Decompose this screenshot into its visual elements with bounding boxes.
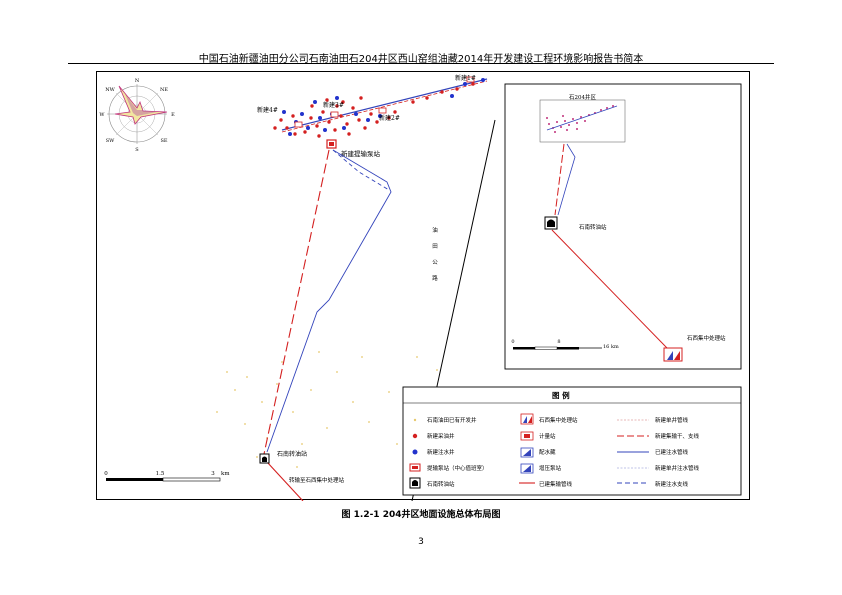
label-pump-station: 新建提输泵站 <box>341 149 381 158</box>
svg-text:油: 油 <box>432 226 438 234</box>
label-well-2: 新建2# <box>379 114 400 122</box>
page-header: 中国石油新疆油田分公司石南油田石204井区西山窑组油藏2014年开发建设工程环境… <box>198 54 644 65</box>
compass-sw: SW <box>106 138 115 144</box>
well-cluster: 新建1# 新建2# 新建3# 新建4# <box>257 74 488 138</box>
legend-new-injection-well: 新建注水井 <box>427 448 455 456</box>
compass-s: S <box>135 147 139 153</box>
label-well-3: 新建3# <box>323 101 344 109</box>
legend-transfer-station: 石南转油站 <box>427 480 455 488</box>
compass-ne: NE <box>160 87 168 93</box>
legend-new-single-line: 新建单井管线 <box>655 416 689 424</box>
existing-wells <box>216 351 454 468</box>
page-number: 3 <box>418 537 424 547</box>
svg-text:km: km <box>221 471 230 477</box>
transfer-station: 石南转油站 转输至石西集中处理站 <box>259 450 345 484</box>
main-scale-bar: 0 1.5 3 km <box>104 471 230 482</box>
label-pipeline-to: 转输至石西集中处理站 <box>289 476 345 484</box>
label-well-1: 新建1# <box>455 74 476 82</box>
svg-text:公: 公 <box>432 260 438 266</box>
label-well-4: 新建4# <box>257 106 278 114</box>
legend: 图 例 石南油田已有开发井 新建采油井 新建注水井 提输泵站（中心值班室） 石南… <box>402 386 742 496</box>
legend-metering-station: 计量站 <box>539 432 556 440</box>
figure-caption: 图 1.2-1 204井区地面设施总体布局图 <box>341 510 501 520</box>
inset-label-transfer: 石南转油站 <box>579 223 607 231</box>
svg-text:16 km: 16 km <box>603 344 619 350</box>
pump-station: 新建提输泵站 <box>326 139 381 158</box>
svg-text:0: 0 <box>104 471 108 477</box>
legend-pump-station: 提输泵站（中心值班室） <box>427 464 488 472</box>
svg-text:田: 田 <box>432 243 438 250</box>
legend-new-oil-well: 新建采油井 <box>427 432 455 440</box>
legend-existing-well: 石南油田已有开发井 <box>427 416 477 424</box>
legend-existing-water-line: 已建注水管线 <box>655 448 689 456</box>
map-frame: N NE E SE S SW W NW <box>96 71 750 502</box>
legend-new-single-water: 新建单井注水管线 <box>655 464 700 472</box>
compass-n: N <box>135 78 140 84</box>
compass-w: W <box>99 112 105 118</box>
compass-se: SE <box>160 138 167 144</box>
svg-text:0: 0 <box>511 339 514 345</box>
legend-central-station: 石西集中处理站 <box>539 416 578 424</box>
compass-nw: NW <box>105 87 115 93</box>
legend-water-distribution: 配水藏 <box>539 448 556 456</box>
legend-booster-station: 增压泵站 <box>539 464 562 472</box>
header-rule <box>68 63 774 64</box>
legend-new-trunk-line: 新建集输干、支线 <box>655 432 700 440</box>
legend-existing-gathering: 已建集输管线 <box>539 480 573 488</box>
legend-new-water-branch: 新建注水支线 <box>655 480 689 488</box>
inset-map: 石204井区 石南转油站 石西集中处理站 0 8 16 km <box>504 83 742 370</box>
svg-text:1.5: 1.5 <box>156 471 165 477</box>
inset-label-central: 石西集中处理站 <box>687 334 726 342</box>
compass-e: E <box>171 112 175 118</box>
inset-area-label: 石204井区 <box>569 93 596 101</box>
svg-text:路: 路 <box>432 274 438 282</box>
legend-title: 图 例 <box>552 390 570 400</box>
wind-rose-shape <box>114 85 168 125</box>
label-transfer-station: 石南转油站 <box>277 450 307 458</box>
road-label: 油 田 公 路 <box>432 226 438 282</box>
metering-station-markers <box>294 76 475 128</box>
svg-text:8: 8 <box>557 339 560 345</box>
svg-text:3: 3 <box>211 471 215 477</box>
wind-rose: N NE E SE S SW W NW <box>99 78 175 153</box>
